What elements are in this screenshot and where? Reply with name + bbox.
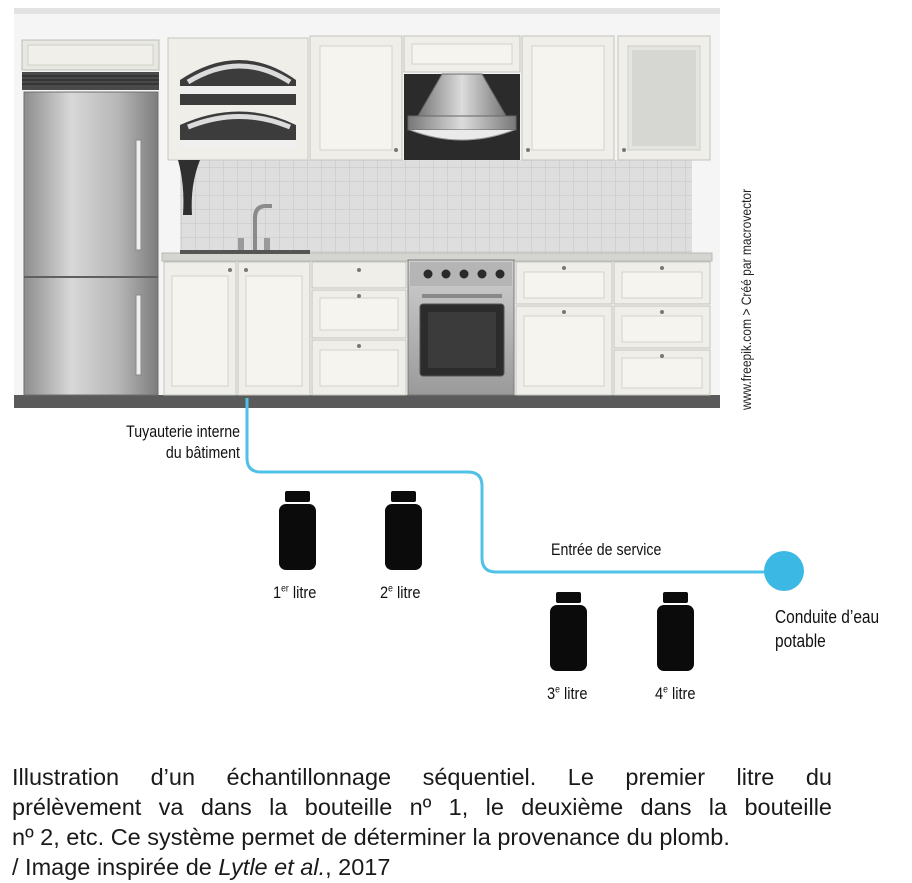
image-credit: www.freepik.com > Créé par macrovector — [738, 188, 754, 410]
upper-cabinets — [309, 35, 711, 161]
water-main-circle — [764, 551, 804, 591]
caption-line-3: nº 2, etc. Ce système permet de détermin… — [12, 824, 730, 850]
internal-piping-label: Tuyauterie interne du bâtiment — [100, 422, 240, 464]
lower-cabinets — [163, 261, 711, 396]
pipe — [245, 398, 782, 574]
caption-line-4-prefix: / Image inspirée de — [12, 854, 219, 880]
range-hood — [404, 73, 520, 160]
bottle-1 — [279, 491, 316, 570]
internal-piping-line-2: du bâtiment — [165, 444, 240, 462]
figure-caption: Illustration d’un échantillonnage séquen… — [12, 762, 832, 882]
bottle-4-label: 4e litre — [655, 684, 696, 704]
caption-line-2: prélèvement va dans la bouteille nº 1, l… — [12, 794, 832, 820]
bottle-2-word: litre — [396, 583, 421, 602]
bottle-2 — [385, 491, 422, 570]
service-entry-label: Entrée de service — [551, 541, 662, 559]
water-main-label: Conduite d’eau potable — [775, 605, 896, 653]
refrigerator — [21, 39, 160, 396]
bottle-1-number: 1 — [273, 583, 282, 602]
bottle-2-suffix: e — [388, 583, 393, 595]
caption-citation: Lytle et al. — [218, 854, 326, 880]
oven — [407, 259, 515, 396]
bottle-1-suffix: er — [281, 583, 289, 595]
upper-shelf — [167, 37, 309, 215]
faucet — [180, 204, 310, 254]
bottle-3-suffix: e — [555, 684, 560, 696]
bottle-2-label: 2e litre — [380, 583, 421, 603]
caption-line-4-suffix: , 2017 — [325, 854, 391, 880]
floor — [14, 395, 720, 408]
bottle-3-label: 3e litre — [547, 684, 588, 704]
bottle-1-label: 1er litre — [273, 583, 316, 603]
bottle-3-number: 3 — [547, 684, 556, 703]
bottle-4-number: 4 — [655, 684, 664, 703]
bottle-1-word: litre — [292, 583, 317, 602]
bottle-4-word: litre — [671, 684, 696, 703]
crown-molding — [14, 8, 720, 14]
caption-line-1: Illustration d’un échantillonnage séquen… — [12, 764, 832, 790]
bottle-2-number: 2 — [380, 583, 389, 602]
bottle-4-suffix: e — [663, 684, 668, 696]
water-main-line-2: potable — [775, 631, 826, 651]
bottle-4 — [657, 592, 694, 671]
caption-line-4: / Image inspirée de Lytle et al., 2017 — [12, 852, 832, 882]
internal-piping-line-1: Tuyauterie interne — [126, 423, 240, 441]
bottle-3-word: litre — [563, 684, 588, 703]
water-main-line-1: Conduite d’eau — [775, 607, 880, 627]
bottle-3 — [550, 592, 587, 671]
